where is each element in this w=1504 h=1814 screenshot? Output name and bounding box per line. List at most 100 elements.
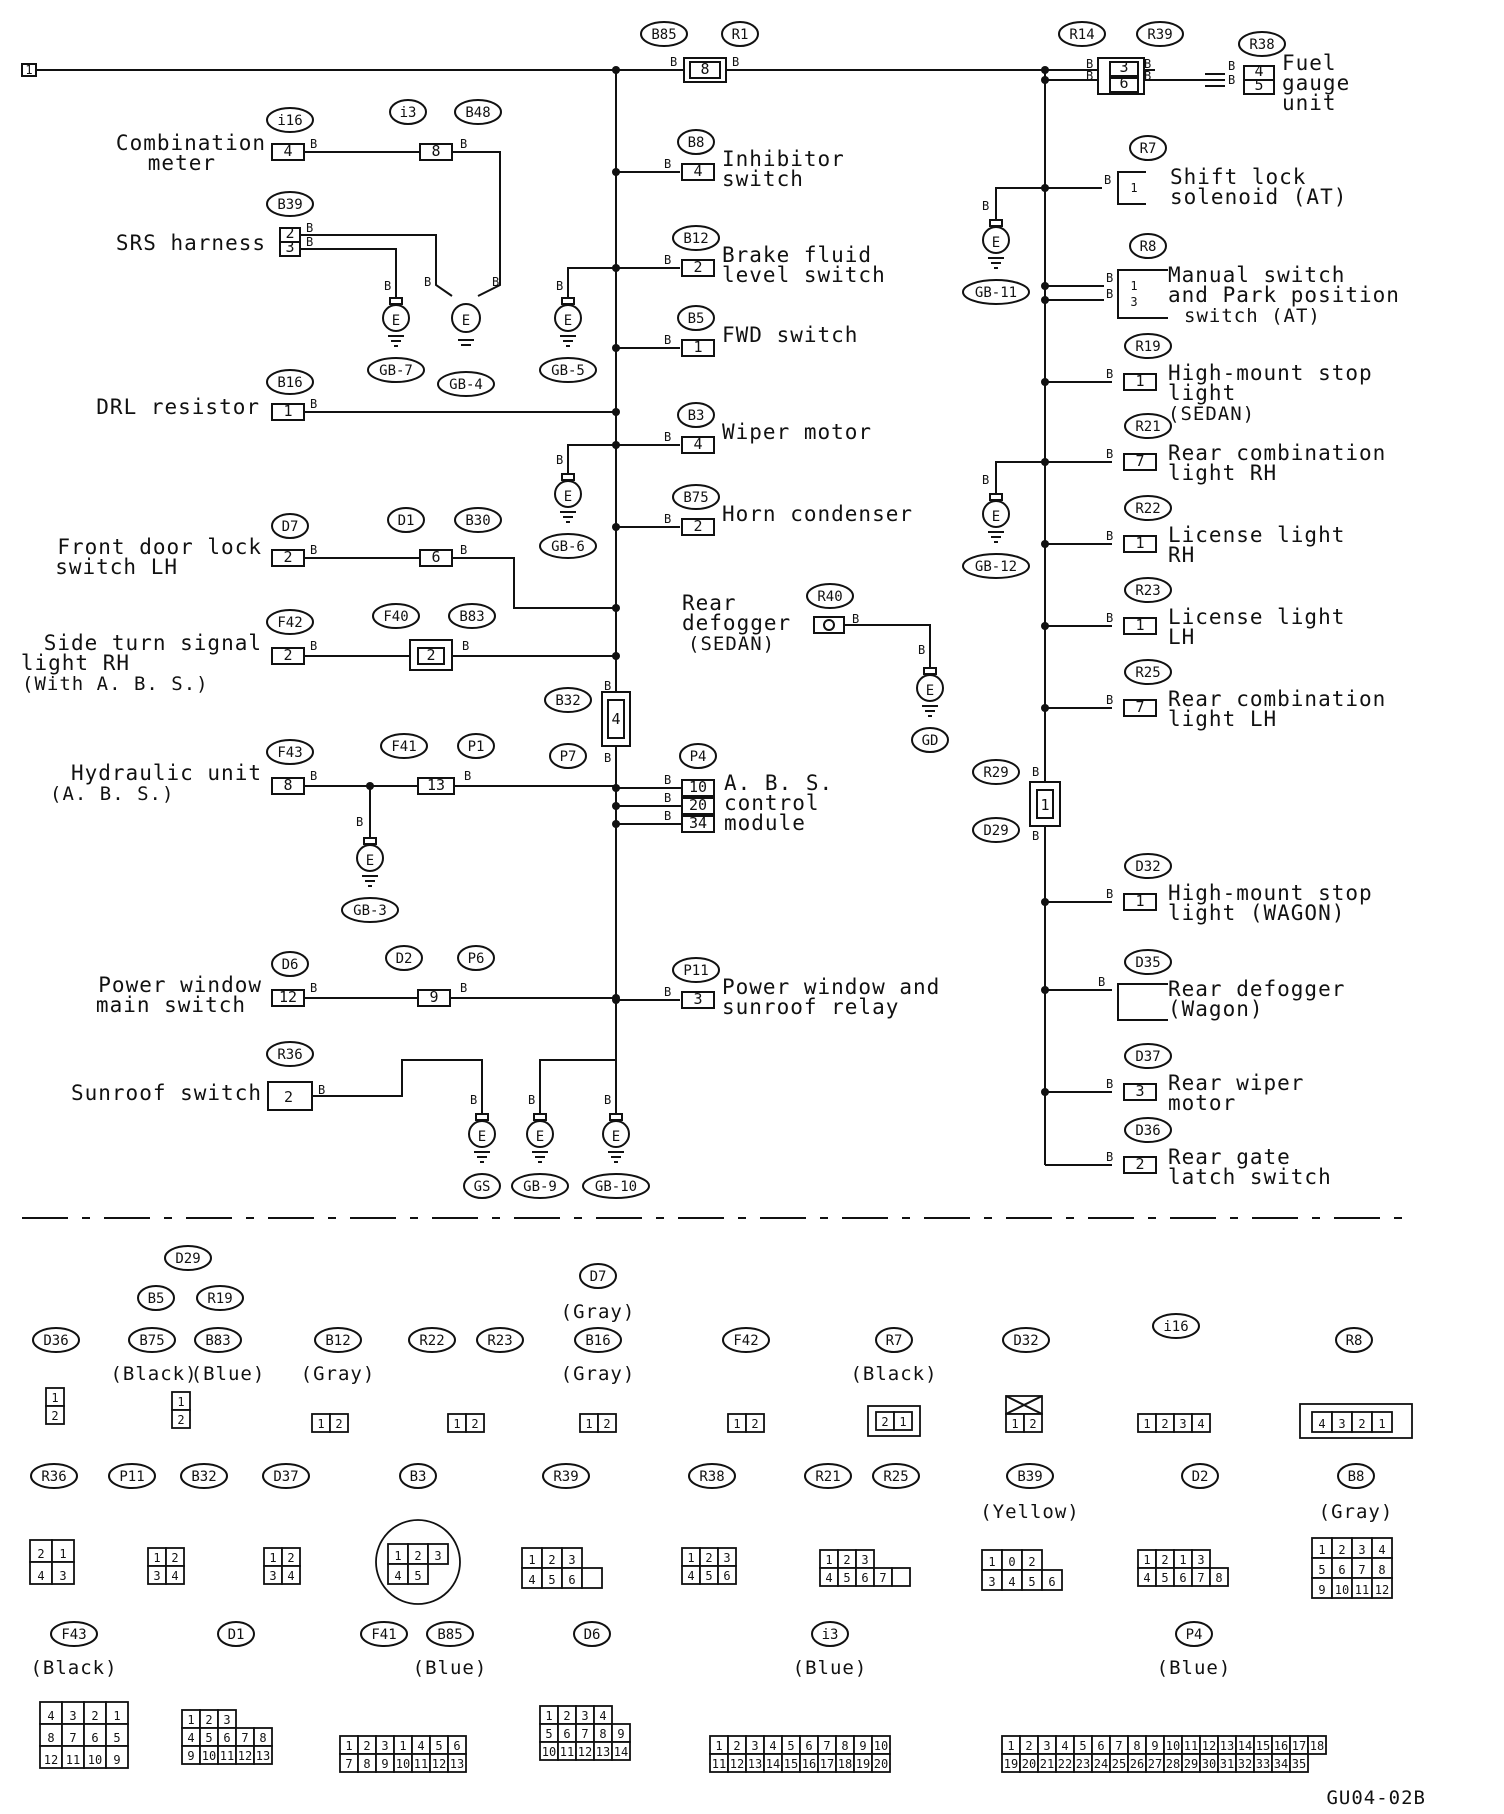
hm-stop-wagon-label: light (WAGON) <box>1168 901 1345 925</box>
wire-color-label: B <box>460 543 467 557</box>
connector-tag-outline <box>677 402 715 428</box>
wire <box>995 187 1045 214</box>
connector-tag-text: D6 <box>282 957 299 973</box>
pin-cell <box>465 1413 485 1433</box>
connector-tag-outline <box>672 484 720 510</box>
connector-tag-text: D37 <box>1135 1049 1160 1065</box>
pin-number: 9 <box>617 1727 624 1741</box>
pin-number: 4 <box>283 142 292 160</box>
connector-tag-text: B85 <box>651 27 676 43</box>
pin-b39-2 <box>279 241 301 257</box>
wire-color-label: B <box>310 639 317 653</box>
junction-dot <box>1041 622 1049 630</box>
tag-b83: B83 <box>448 603 496 629</box>
pin-wiper-motor <box>681 436 715 454</box>
pin-number: 13 <box>427 776 445 794</box>
connector-tag-text: P11 <box>683 963 708 979</box>
connector-tag-outline <box>380 733 428 759</box>
wire-color-label: B <box>556 279 563 293</box>
license-rh-label: License light <box>1168 523 1345 547</box>
wire-color-label: B <box>1106 271 1113 285</box>
pin-number: 10 <box>689 778 707 796</box>
pin-number: 2 <box>363 1739 370 1753</box>
pin-number: 30 <box>1202 1757 1216 1771</box>
pin-r7: 1 <box>1130 181 1137 195</box>
tag-i3: i3 <box>389 99 427 125</box>
color-label: (Black) <box>30 1657 117 1679</box>
tag-rear-wiper: D37 <box>1124 1043 1172 1069</box>
ground-letter: E <box>392 313 400 329</box>
pin-number: 2 <box>426 646 435 664</box>
tag-rear-comb-rh: R21 <box>1124 413 1172 439</box>
connector-tag-text: GB-5 <box>551 363 585 379</box>
connector-tag-outline <box>271 513 309 539</box>
connector-tag-outline <box>539 357 597 383</box>
pin-rear-comb-rh <box>1123 453 1157 471</box>
pin-license-rh <box>1123 535 1157 553</box>
ground-icon: E <box>468 1120 496 1163</box>
pin-number: 2 <box>1358 1417 1365 1431</box>
pin-number: 5 <box>1161 1571 1168 1585</box>
connector-tag-text: i3 <box>400 105 417 121</box>
pin-pw-sunroof-relay <box>681 991 715 1009</box>
connector-tag-outline <box>266 739 314 765</box>
connector-tag-text: B5 <box>148 1291 165 1307</box>
pin-number: 1 <box>1378 1417 1385 1431</box>
connector-d35 <box>1117 983 1168 1021</box>
tag-d36: D36 <box>1124 1117 1172 1143</box>
wire-color-label: B <box>604 679 611 693</box>
wire-color-label: B <box>528 1093 535 1107</box>
pin-number: 3 <box>153 1569 160 1583</box>
combination-meter-label: Combination <box>116 131 266 155</box>
pin-number: 34 <box>689 814 707 832</box>
connector-tag-outline <box>372 603 420 629</box>
connector-tag-text: R22 <box>419 1333 444 1349</box>
pin-number: 6 <box>91 1731 98 1745</box>
pin-number: 4 <box>1197 1417 1204 1431</box>
connector-tag-text: R23 <box>1135 583 1160 599</box>
connector-tag-text: D7 <box>282 519 299 535</box>
shift-lock-label: Shift lock <box>1170 165 1306 189</box>
pin-number: 12 <box>279 988 297 1006</box>
connector-tag-text: B12 <box>325 1333 350 1349</box>
pin-b32 <box>607 699 625 739</box>
wire-color-label: B <box>424 275 431 289</box>
wire <box>567 267 616 292</box>
pin-number: 10 <box>1166 1739 1180 1753</box>
connector-tag-outline <box>454 507 502 533</box>
pin-number: 3 <box>269 1569 276 1583</box>
connector-tag-text: R38 <box>1249 37 1274 53</box>
pin-horn-condenser <box>681 518 715 536</box>
abs-module-label: module <box>724 811 806 835</box>
pin-number: 22 <box>1058 1757 1072 1771</box>
wire-color-label: B <box>1228 73 1235 87</box>
connector-tag-outline <box>573 1621 611 1647</box>
pin-number: 33 <box>1256 1757 1270 1771</box>
junction-dot <box>1041 1088 1049 1096</box>
connector-tag-text: F41 <box>391 739 416 755</box>
pin-number: 11 <box>220 1749 234 1763</box>
pin-number: 6 <box>1119 74 1128 92</box>
hydraulic-unit-label: Hydraulic unit <box>71 761 262 785</box>
connector-tag-outline <box>196 1285 244 1311</box>
connector-tag-text: B16 <box>585 1333 610 1349</box>
ground-icon: E <box>916 674 944 717</box>
tag-b8-c: B8 <box>1337 1463 1375 1489</box>
connector-tag-text: R25 <box>1135 665 1160 681</box>
connector-tag-text: R19 <box>207 1291 232 1307</box>
rear-gate-label: Rear gate <box>1168 1145 1291 1169</box>
connector-tag-outline <box>137 1285 175 1311</box>
pin-number: 4 <box>394 1569 401 1583</box>
pw-main-label: main switch <box>96 993 246 1017</box>
pin-r8-2: 3 <box>1130 295 1137 309</box>
pin-number: 3 <box>581 1709 588 1723</box>
pin-number: 11 <box>1355 1583 1369 1597</box>
connector-tag-outline <box>108 1463 156 1489</box>
pin-r36: 2 <box>284 1088 293 1106</box>
